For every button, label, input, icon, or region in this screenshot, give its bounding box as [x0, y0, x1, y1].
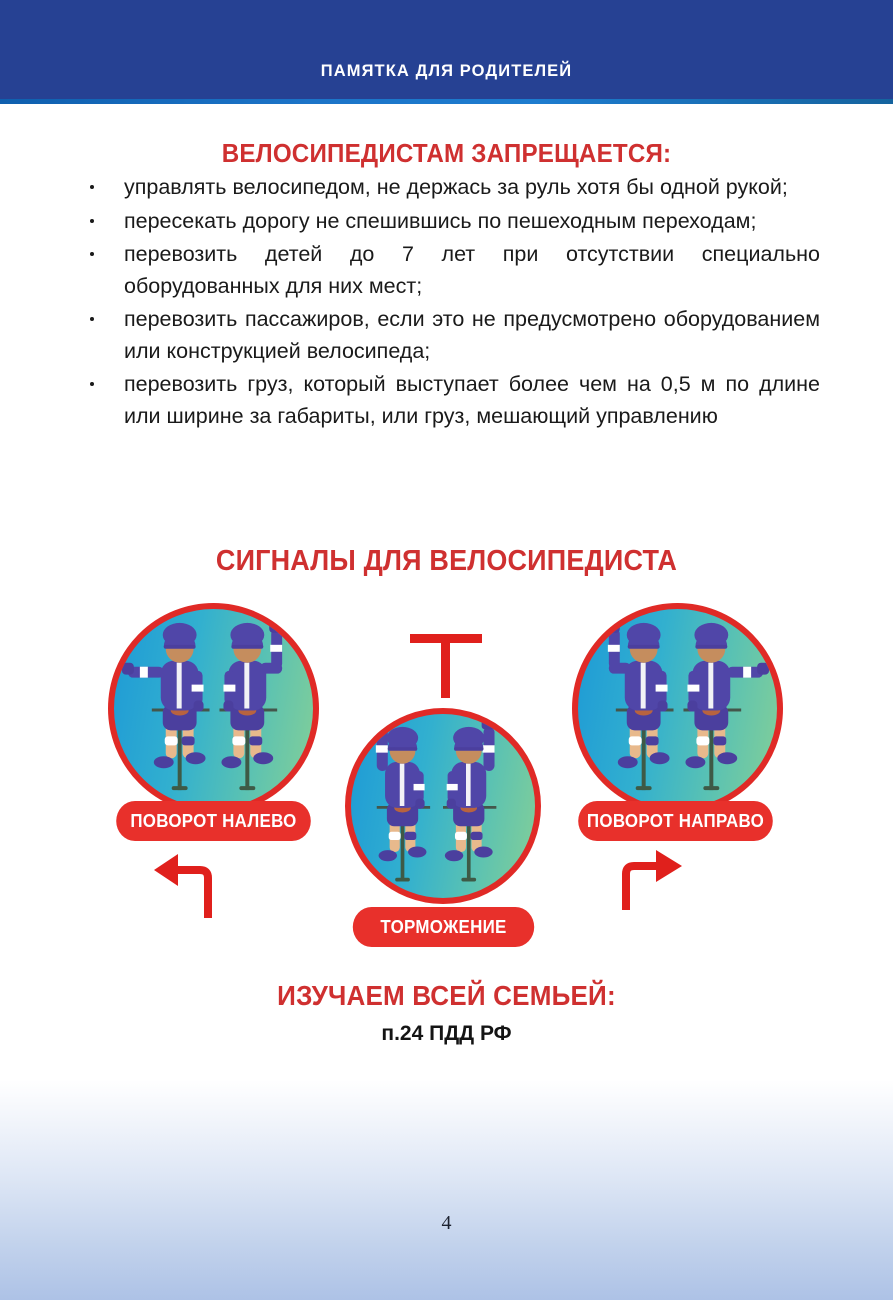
list-item: перевозить груз, который выступает более…: [80, 369, 820, 432]
header-band: [0, 0, 893, 99]
signal-circle-right-turn: [572, 603, 783, 814]
signals-section: ПОВОРОТ НАЛЕВО: [0, 590, 893, 970]
brake-t-symbol-icon: [410, 634, 482, 698]
prohibitions-heading: ВЕЛОСИПЕДИСТАМ ЗАПРЕЩАЕТСЯ:: [221, 138, 672, 168]
bullet-dot-icon: [90, 317, 94, 321]
list-item-text: перевозить груз, который выступает более…: [124, 372, 820, 428]
signal-badge-left-turn: ПОВОРОТ НАЛЕВО: [116, 801, 311, 841]
cyclists-braking-illustration: [374, 715, 497, 882]
page-number: 4: [441, 1212, 452, 1234]
bullet-dot-icon: [90, 218, 94, 223]
prohibitions-list: управлять велосипедом, не держась за рул…: [80, 172, 820, 434]
list-item: пересекать дорогу не спешившись по пешех…: [80, 206, 820, 238]
cyclists-left-turn-illustration: [121, 618, 283, 791]
arrow-right-turn-icon: [622, 850, 682, 910]
list-item: перевозить детей до 7 лет при отсутствии…: [80, 239, 820, 302]
list-item-text: перевозить пассажиров, если это не преду…: [124, 307, 820, 363]
signals-heading: СИГНАЛЫ ДЛЯ ВЕЛОСИПЕДИСТА: [215, 545, 678, 577]
header-accent-stripe: [0, 99, 893, 104]
arrow-left-turn-icon: [154, 854, 212, 918]
list-item: управлять велосипедом, не держась за рул…: [80, 172, 820, 204]
signal-badge-braking: ТОРМОЖЕНИЕ: [352, 907, 535, 947]
bullet-dot-icon: [90, 185, 94, 189]
list-item: перевозить пассажиров, если это не преду…: [80, 304, 820, 367]
regulation-reference: п.24 ПДД РФ: [381, 1022, 512, 1045]
bullet-dot-icon: [90, 382, 94, 386]
list-item-text: пересекать дорогу не спешившись по пешех…: [124, 208, 757, 233]
family-study-heading: ИЗУЧАЕМ ВСЕЙ СЕМЬЕЙ:: [277, 980, 616, 1011]
signal-circle-left-turn: [108, 603, 319, 814]
bottom-gradient-decoration: [0, 1080, 893, 1300]
cyclists-right-turn-illustration: [606, 618, 770, 791]
list-item-text: перевозить детей до 7 лет при отсутствии…: [124, 242, 820, 298]
signal-badge-right-turn: ПОВОРОТ НАПРАВО: [578, 801, 773, 841]
page-header-title: ПАМЯТКА ДЛЯ РОДИТЕЛЕЙ: [320, 62, 573, 80]
list-item-text: управлять велосипедом, не держась за рул…: [124, 175, 788, 199]
signal-circle-braking: [345, 708, 541, 904]
bullet-dot-icon: [90, 252, 94, 256]
